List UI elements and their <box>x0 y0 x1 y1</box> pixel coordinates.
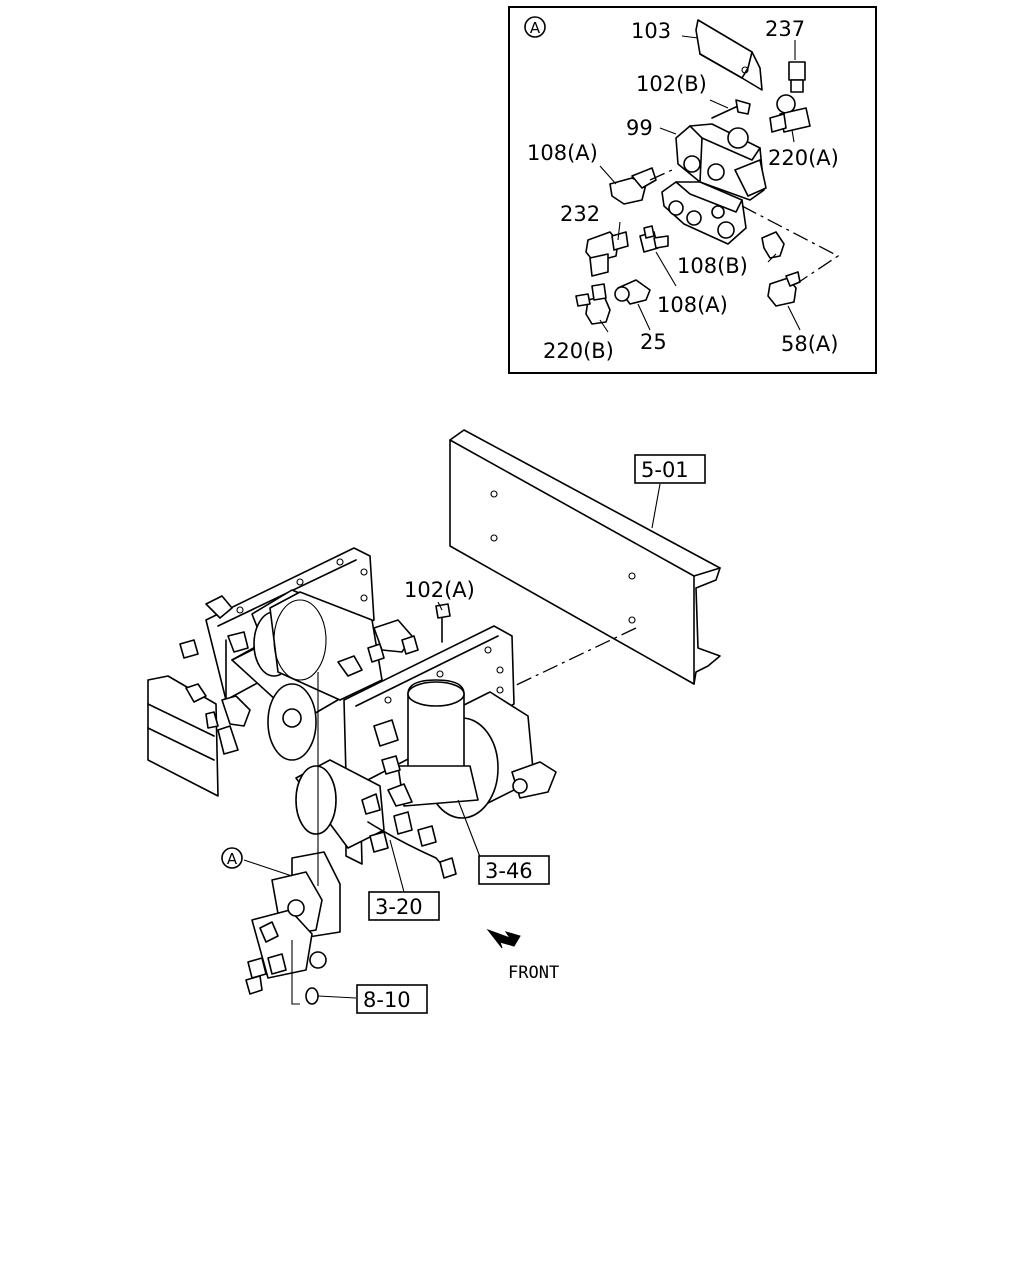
label-3-20: 3-20 <box>375 895 423 919</box>
label-3-46: 3-46 <box>485 859 533 883</box>
label-5-01: 5-01 <box>641 458 689 482</box>
valve-body-99 <box>675 123 767 201</box>
label-108a-bottom: 108(A) <box>657 293 728 317</box>
elbow-58a <box>767 271 801 307</box>
mounting-block <box>147 675 251 797</box>
air-dryer <box>361 679 557 819</box>
label-108b: 108(B) <box>677 254 748 278</box>
front-arrow-icon <box>486 928 521 949</box>
detail-marker-letter: A <box>530 19 541 37</box>
label-102b: 102(B) <box>636 72 707 96</box>
main-marker-letter: A <box>227 850 238 868</box>
valve-assembly-a <box>245 851 341 1005</box>
elbow-108b <box>761 231 785 259</box>
main-assembly: 102(A) 5-01 3-46 3-20 8-10 A FRONT <box>147 429 721 1014</box>
connector-25 <box>614 279 651 305</box>
cover-plate-103 <box>695 19 763 91</box>
label-108a-top: 108(A) <box>527 141 598 165</box>
fitting-108a-bottom <box>639 225 669 253</box>
fitting-232 <box>585 231 629 277</box>
main-marker-circle <box>221 847 243 869</box>
label-front: FRONT <box>508 963 559 983</box>
label-99: 99 <box>626 116 653 140</box>
harness-3-20 <box>367 811 457 879</box>
detail-leader-lines <box>599 35 801 333</box>
label-58a: 58(A) <box>781 332 838 356</box>
valve-body-lower <box>661 181 747 245</box>
label-220a: 220(A) <box>768 146 839 170</box>
label-220b: 220(B) <box>543 339 614 363</box>
elbow-220b <box>575 283 611 325</box>
detail-marker-circle <box>524 16 546 38</box>
valve-fittings-left <box>179 595 419 677</box>
label-8-10: 8-10 <box>363 988 411 1012</box>
label-102a: 102(A) <box>404 578 475 602</box>
detail-a-inset: A <box>508 6 877 374</box>
bolt-102a <box>435 603 451 643</box>
frame-rail <box>449 429 721 685</box>
plug-237 <box>788 61 806 93</box>
label-25: 25 <box>640 330 667 354</box>
label-103: 103 <box>631 19 671 43</box>
label-237: 237 <box>765 17 805 41</box>
tee-fitting-220a <box>769 94 811 133</box>
elbow-108a-top <box>609 167 657 205</box>
bolt-102b <box>711 99 751 119</box>
main-leader-lines <box>243 483 661 1005</box>
label-232: 232 <box>560 202 600 226</box>
